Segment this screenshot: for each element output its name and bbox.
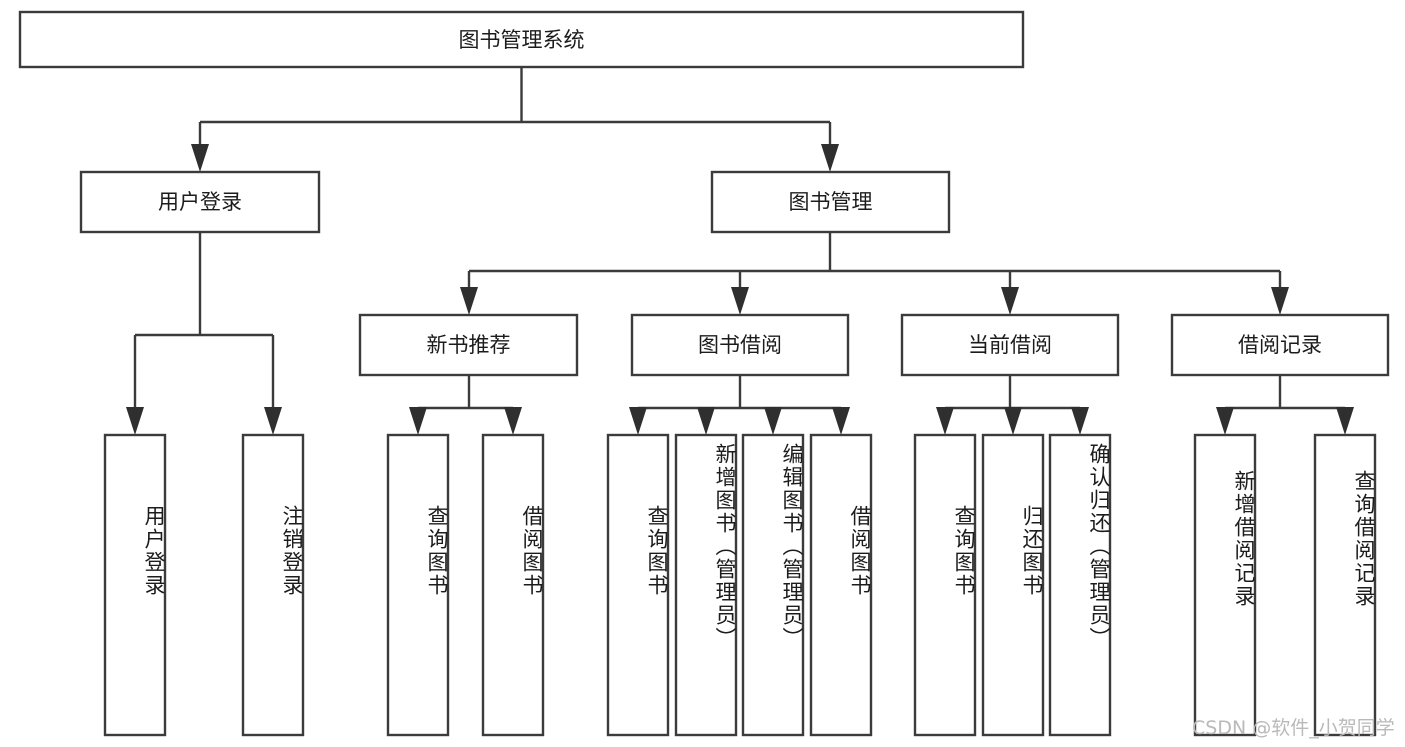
connector-group-root (191, 67, 839, 172)
arrow-head-leaf-return-book (1004, 407, 1022, 435)
node-book-manage[interactable]: 图书管理 (710, 170, 951, 234)
arrow-head-leaf-edit-book (764, 407, 782, 435)
node-book-borrow-box[interactable] (630, 313, 850, 377)
leaf-box-return-book[interactable] (981, 433, 1045, 737)
leaf-box-confirm-return[interactable] (1048, 433, 1112, 737)
arrow-head-leaf-borrow-book-recommend (504, 407, 522, 435)
node-current-borrow[interactable]: 当前借阅 (900, 313, 1120, 377)
node-user-login-label: 用户登录 (158, 190, 242, 214)
arrow-head-leaf-query-borrow-record (1336, 407, 1354, 435)
leaf-box-add-borrow-record[interactable] (1193, 433, 1257, 737)
connector-group-current-borrow (936, 375, 1089, 435)
arrow-head-current-borrow (1001, 287, 1019, 315)
leaf-box-query-borrow-record[interactable] (1313, 433, 1377, 737)
node-borrow-record-box[interactable] (1170, 313, 1390, 377)
leaf-box-query-book-borrow[interactable] (606, 433, 670, 737)
node-new-book-recommend-box[interactable] (358, 313, 579, 377)
arrow-head-book-borrow (731, 287, 749, 315)
leaf-box-user-logout[interactable] (241, 433, 305, 737)
csdn-watermark: CSDN @软件_小贺同学 (1192, 717, 1395, 739)
connector-group-borrow-record (1216, 375, 1354, 435)
node-book-borrow-label: 图书借阅 (698, 333, 782, 357)
node-borrow-record-label: 借阅记录 (1238, 333, 1322, 357)
leaf-box-borrow-book-recommend[interactable] (481, 433, 545, 737)
arrow-head-book-manage (821, 144, 839, 172)
node-user-login-box[interactable] (79, 170, 321, 234)
leaf-box-add-book[interactable] (674, 433, 738, 737)
node-book-borrow[interactable]: 图书借阅 (630, 313, 850, 377)
node-root-box[interactable] (18, 10, 1025, 69)
node-user-login[interactable]: 用户登录 (79, 170, 321, 234)
arrow-head-leaf-add-book (697, 407, 715, 435)
leaf-box-user-login[interactable] (103, 433, 167, 737)
arrow-head-leaf-user-login (126, 407, 144, 435)
arrow-head-borrow-record (1271, 287, 1289, 315)
leaf-box-query-book-current[interactable] (913, 433, 977, 737)
arrow-head-new-book-recommend (460, 287, 478, 315)
node-root-label: 图书管理系统 (459, 28, 585, 52)
leaf-box-borrow-book[interactable] (809, 433, 873, 737)
arrow-head-user-login (191, 144, 209, 172)
connector-group-book-borrow (629, 375, 850, 435)
node-root[interactable]: 图书管理系统 (18, 10, 1025, 69)
leaf-box-edit-book[interactable] (741, 433, 805, 737)
connector-group-new-book-recommend (409, 375, 522, 435)
node-new-book-recommend[interactable]: 新书推荐 (358, 313, 579, 377)
arrow-head-leaf-confirm-return (1071, 407, 1089, 435)
node-current-borrow-label: 当前借阅 (968, 333, 1052, 357)
arrow-head-leaf-add-borrow-record (1216, 407, 1234, 435)
leaf-box-query-book-recommend[interactable] (386, 433, 450, 737)
connector-group-user-login (126, 232, 282, 435)
node-new-book-recommend-label: 新书推荐 (427, 333, 511, 357)
connector-group-book-manage (460, 232, 1289, 315)
leaf-boxes (103, 433, 1377, 737)
node-book-manage-box[interactable] (710, 170, 951, 234)
node-borrow-record[interactable]: 借阅记录 (1170, 313, 1390, 377)
arrow-head-leaf-query-book-borrow (629, 407, 647, 435)
node-current-borrow-box[interactable] (900, 313, 1120, 377)
arrow-head-leaf-query-book-recommend (409, 407, 427, 435)
node-book-manage-label: 图书管理 (789, 190, 873, 214)
arrow-head-leaf-borrow-book (832, 407, 850, 435)
arrow-head-leaf-query-book-current (936, 407, 954, 435)
arrow-head-leaf-user-logout (264, 407, 282, 435)
